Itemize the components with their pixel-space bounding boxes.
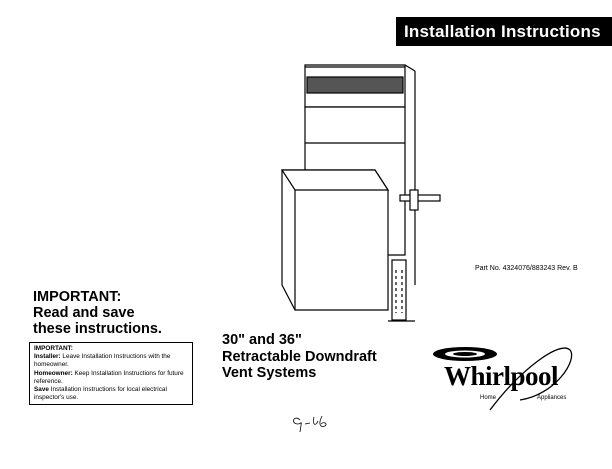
whirlpool-logo-text: Whirlpool <box>444 361 559 391</box>
installer-text: Leave Installation Instructions with the… <box>34 353 171 369</box>
whirlpool-logo-graphic <box>433 347 573 411</box>
downdraft-vent-illustration <box>280 64 441 322</box>
handwritten-note-9-96 <box>293 415 327 433</box>
important-heading-line: IMPORTANT: <box>33 289 122 305</box>
product-title-line: Vent Systems <box>222 365 317 381</box>
logo-sub-home: Home <box>480 395 497 401</box>
homeowner-label: Homeowner: <box>34 369 73 377</box>
part-number: Part No. 4324076/883243 Rev. B <box>475 265 578 272</box>
product-title-line: 30" and 36" <box>222 332 302 348</box>
important-heading-line: these instructions. <box>33 321 162 337</box>
product-title-line: Retractable Downdraft <box>222 348 377 365</box>
save-text: Installation Instructions for local elec… <box>34 386 167 402</box>
document-title-banner: Installation Instructions <box>396 17 612 46</box>
product-title: 30" and 36" Retractable Downdraft Vent S… <box>222 332 377 382</box>
important-notice-box: IMPORTANT: Installer: Leave Installation… <box>29 342 193 406</box>
important-heading: IMPORTANT: Read and save these instructi… <box>33 289 162 337</box>
homeowner-text: Keep Installation Instructions for futur… <box>34 369 184 385</box>
important-heading-line: Read and save <box>33 305 135 321</box>
save-label: Save <box>34 386 49 394</box>
logo-sub-appliances: Appliances <box>537 395 567 401</box>
installer-label: Installer: <box>34 353 61 361</box>
notice-heading: IMPORTANT: <box>34 345 73 352</box>
